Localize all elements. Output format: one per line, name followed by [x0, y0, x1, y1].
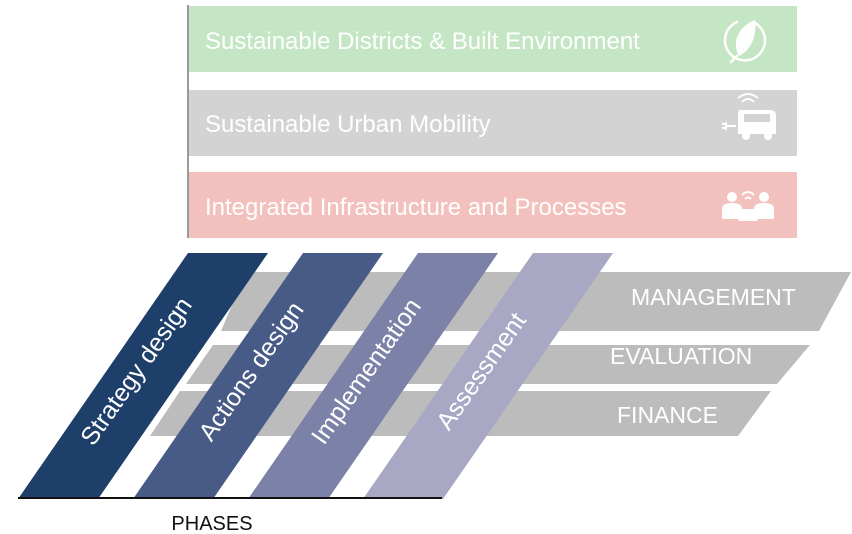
- leaf-plug-icon: [723, 20, 767, 64]
- theme-band-background: [189, 90, 797, 156]
- electric-car-icon: [722, 93, 776, 140]
- phase-band: [248, 253, 498, 499]
- dimension-label: MANAGEMENT: [631, 284, 796, 310]
- theme-band-infrastructure: Integrated Infrastructure and Processes: [189, 172, 797, 238]
- theme-band-label: Sustainable Districts & Built Environmen…: [205, 28, 640, 55]
- phase-band: [133, 253, 383, 499]
- theme-band-mobility: Sustainable Urban Mobility: [189, 90, 797, 156]
- phase-band: [18, 253, 268, 499]
- theme-band-label: Sustainable Urban Mobility: [205, 111, 490, 138]
- people-wifi-icon: [722, 191, 774, 221]
- phases-axis-label: PHASES: [171, 513, 252, 534]
- phase-band: [363, 253, 613, 499]
- theme-band-background: [189, 6, 797, 72]
- dimension-label: EVALUATION: [610, 343, 752, 369]
- dimension-label: FINANCE: [617, 402, 718, 428]
- theme-band-background: [189, 172, 797, 238]
- theme-band-districts: Sustainable Districts & Built Environmen…: [189, 6, 797, 72]
- theme-band-label: Integrated Infrastructure and Processes: [205, 194, 627, 221]
